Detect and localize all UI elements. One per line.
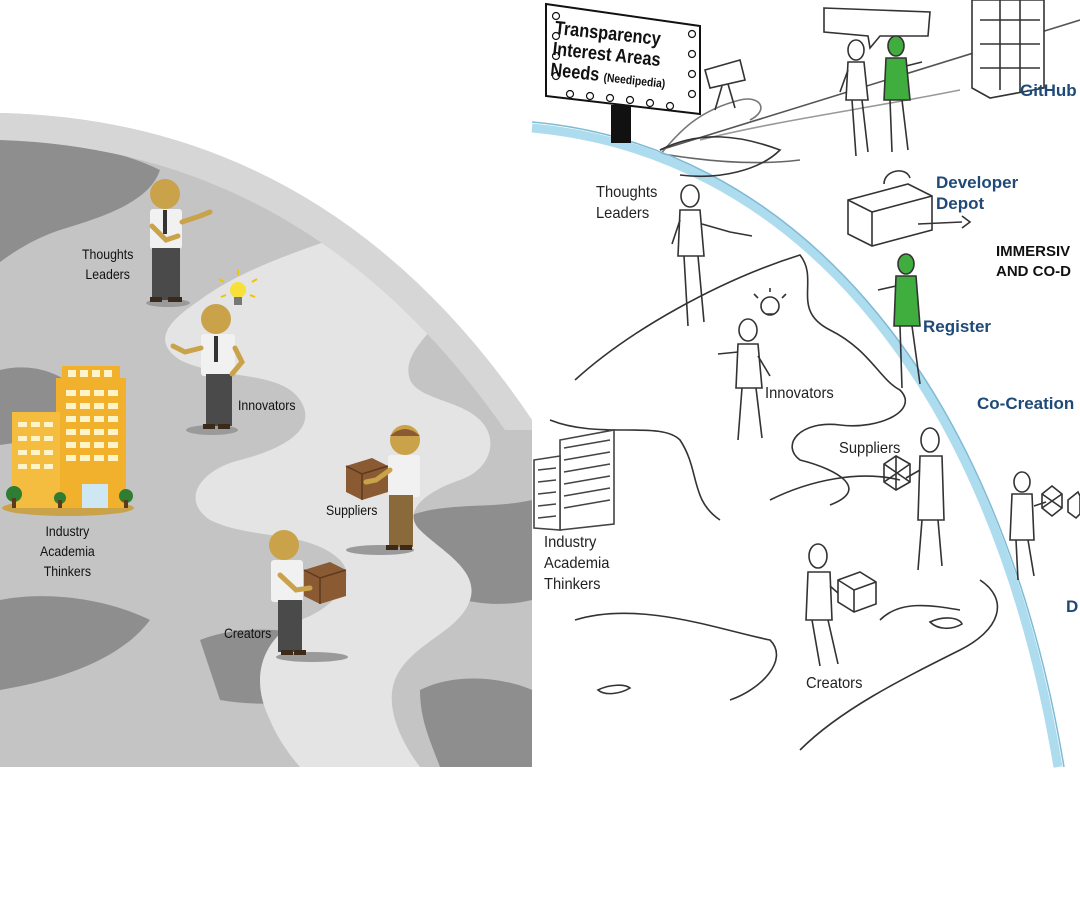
- label-d-truncated: D: [1066, 597, 1079, 616]
- sketch-cocreation-figure: [1009, 471, 1080, 581]
- innovator-figure: [170, 304, 245, 435]
- label-suppliers-right: Suppliers: [839, 440, 901, 457]
- sketch-building-icon: [533, 429, 615, 531]
- label-industry-academia-thinkers-left: Industry Academia Thinkers: [40, 523, 95, 579]
- building-icon: [2, 366, 134, 516]
- sketch-thoughts-leader: [671, 184, 753, 327]
- right-sketch: [531, 0, 1080, 768]
- cube-icon: [837, 571, 877, 613]
- sketch-creator: [805, 543, 877, 667]
- box-icon: [303, 562, 347, 604]
- globe-arc: [531, 123, 1063, 768]
- sketch-supplier: [883, 427, 945, 571]
- label-innovators-right: Innovators: [765, 385, 834, 402]
- globe-dark-region: [0, 130, 160, 262]
- label-industry-academia-thinkers-right: Industry Academia Thinkers: [544, 534, 610, 593]
- polyhedron-icon: [1067, 490, 1080, 520]
- label-innovators-left: Innovators: [238, 397, 296, 413]
- label-register: Register: [923, 317, 992, 336]
- label-creators-left: Creators: [224, 625, 272, 641]
- toolbox-icon: [847, 170, 972, 247]
- sketch-figure-green: [883, 35, 923, 153]
- label-thoughts-leaders-left: Thoughts Leaders: [82, 246, 134, 282]
- label-creators-right: Creators: [806, 675, 863, 692]
- thoughts-leader-figure: [146, 179, 213, 307]
- needipedia-billboard: [545, 2, 701, 143]
- heading-immersive-co-design: IMMERSIV AND CO-D: [996, 243, 1071, 280]
- left-globe: [0, 113, 532, 767]
- globe-dark-region: [420, 678, 532, 767]
- label-github: GitHub: [1020, 81, 1077, 100]
- supplier-figure: [345, 425, 420, 555]
- globe-rim: [0, 113, 532, 430]
- github-bookshelf-icon: [971, 0, 1045, 99]
- label-co-creation: Co-Creation: [977, 394, 1075, 413]
- sketch-innovator: [717, 288, 787, 441]
- sketch-register-figure: [877, 253, 921, 389]
- sketch-figure-white: [839, 39, 869, 157]
- billboard-needipedia: (Needipedia): [602, 70, 666, 91]
- box-icon: [345, 458, 389, 500]
- globe-dark-region: [0, 596, 150, 690]
- label-developer-depot: Developer Depot: [936, 173, 1019, 213]
- creator-figure: [269, 530, 348, 662]
- lightbulb-icon: [218, 270, 258, 305]
- label-thoughts-leaders-right: Thoughts Leaders: [596, 184, 658, 222]
- billboard-text: Transparency Interest Areas Needs (Needi…: [549, 18, 671, 95]
- globe-light-path: [165, 230, 491, 767]
- billboard-needs: Needs: [549, 59, 601, 86]
- label-suppliers-left: Suppliers: [326, 502, 378, 518]
